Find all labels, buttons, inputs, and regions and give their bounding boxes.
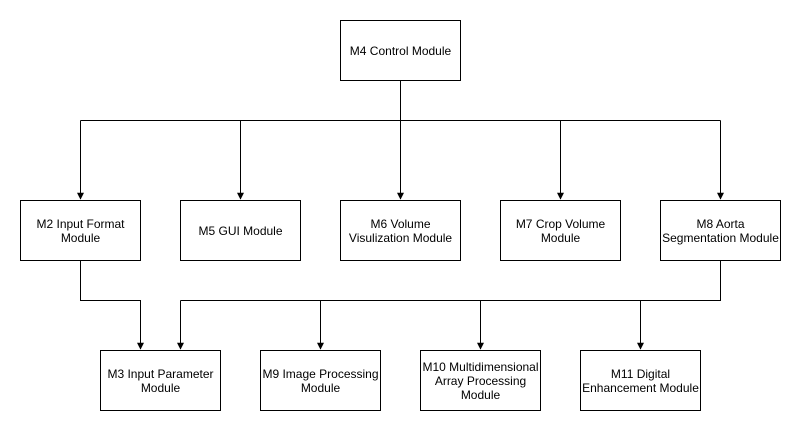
m10-multidimensional-array-processing-module-box: M10 Multidimensional Array Processing Mo…	[420, 350, 541, 411]
m9-label: M9 Image Processing Module	[262, 366, 379, 395]
m5-label: M5 GUI Module	[198, 223, 283, 238]
m11-digital-enhancement-module-box: M11 Digital Enhancement Module	[580, 350, 701, 411]
m6-label: M6 Volume Visulization Module	[348, 216, 453, 245]
m5-gui-module-box: M5 GUI Module	[180, 200, 301, 261]
m6-volume-visualization-module-box: M6 Volume Visulization Module	[340, 200, 461, 261]
arrow-m2-to-m3	[80, 260, 144, 350]
m8-bottom-bus-connector	[180, 260, 721, 301]
m10-label: M10 Multidimensional Array Processing Mo…	[422, 359, 539, 402]
m7-label: M7 Crop Volume Module	[515, 216, 606, 245]
m2-label: M2 Input Format Module	[36, 216, 125, 245]
m4-label: M4 Control Module	[349, 43, 452, 58]
m8-aorta-segmentation-module-box: M8 Aorta Segmentation Module	[660, 200, 781, 261]
m4-control-module-box: M4 Control Module	[340, 20, 461, 81]
m3-input-parameter-module-box: M3 Input Parameter Module	[100, 350, 221, 411]
m9-image-processing-module-box: M9 Image Processing Module	[260, 350, 381, 411]
m8-label: M8 Aorta Segmentation Module	[662, 216, 779, 245]
m3-label: M3 Input Parameter Module	[107, 366, 214, 395]
m2-input-format-module-box: M2 Input Format Module	[20, 200, 141, 261]
m7-crop-volume-module-box: M7 Crop Volume Module	[500, 200, 621, 261]
m11-label: M11 Digital Enhancement Module	[582, 366, 699, 395]
